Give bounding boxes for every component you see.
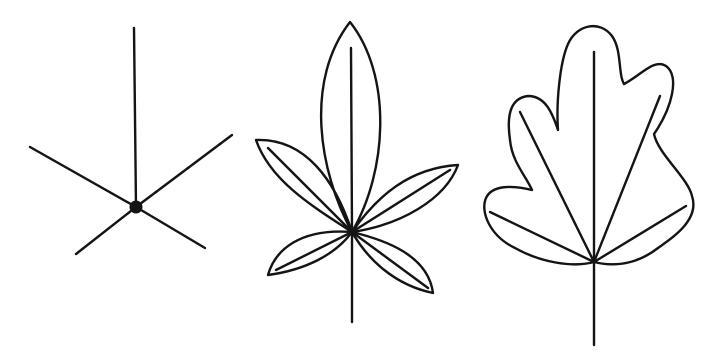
lobed-vein-upper-right (594, 96, 660, 262)
midrib-top (351, 48, 352, 232)
venation-schematic (30, 28, 232, 254)
palmately-compound-leaf (256, 22, 458, 322)
junction-dot (130, 201, 143, 214)
palmately-lobed-leaf (484, 26, 693, 345)
midrib-lower-left (276, 232, 352, 270)
radial-line-lower-left (76, 207, 136, 254)
lobed-vein-lower-left (490, 212, 594, 262)
radial-line-up (134, 28, 136, 207)
radial-line-lower-right (136, 207, 205, 248)
radial-line-left (30, 147, 136, 207)
lobed-vein-lower-right (594, 206, 686, 262)
radial-line-right (136, 135, 232, 207)
lobed-leaf-outline (484, 26, 693, 264)
